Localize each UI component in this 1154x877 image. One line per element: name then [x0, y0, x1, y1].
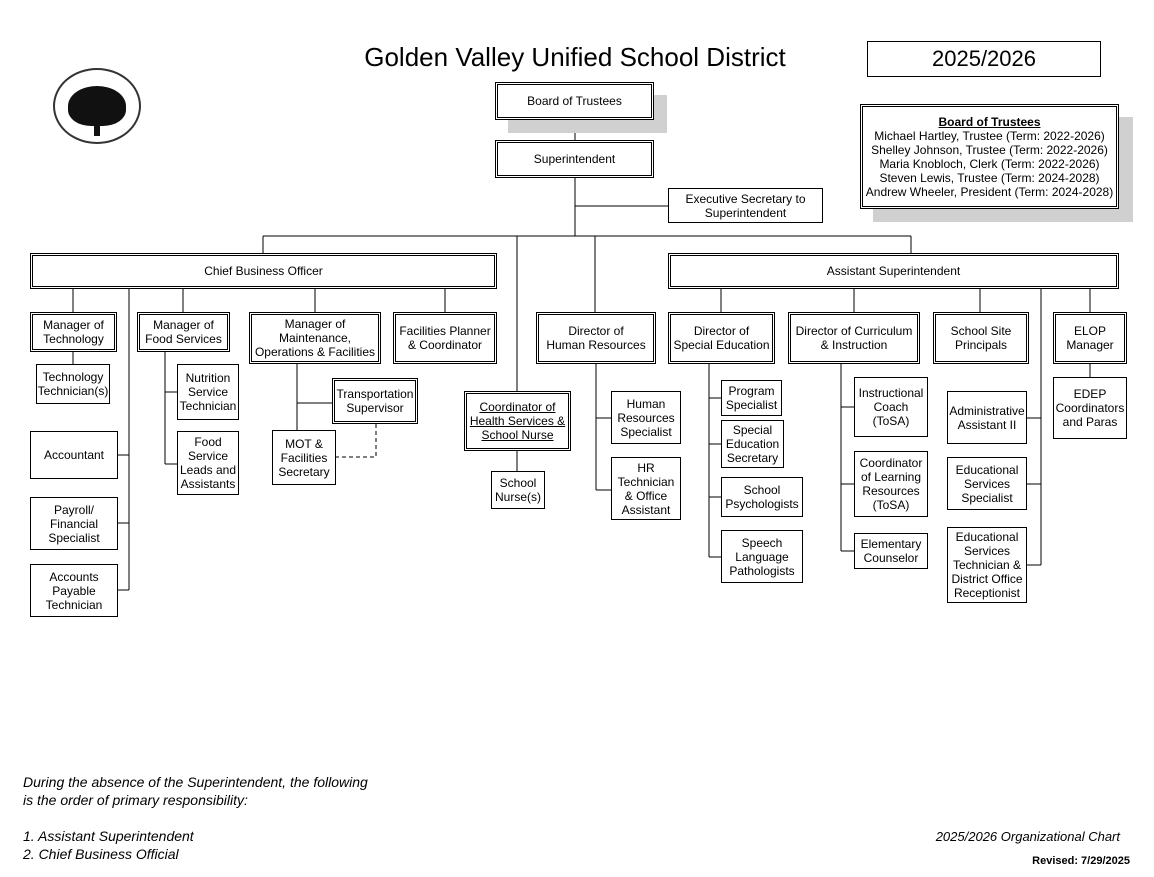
- trustee-member: Steven Lewis, Trustee (Term: 2024-2028): [879, 170, 1100, 185]
- food-leads-box: Food Service Leads and Assistants: [177, 431, 239, 495]
- trustees-list-box: Board of Trustees Michael Hartley, Trust…: [860, 104, 1119, 209]
- ed-specialist-box: Educational Services Specialist: [947, 457, 1027, 510]
- trustee-member: Andrew Wheeler, President (Term: 2024-20…: [865, 184, 1114, 199]
- asst-supt-box: Assistant Superintendent: [668, 253, 1119, 289]
- hr-specialist-box: Human Resources Specialist: [611, 391, 681, 444]
- elem-counselor-box: Elementary Counselor: [854, 533, 928, 569]
- exec-secretary-box: Executive Secretary to Superintendent: [668, 188, 823, 223]
- mgr-maintenance-box: Manager of Maintenance, Operations & Fac…: [249, 312, 381, 364]
- transportation-box: Transportation Supervisor: [332, 378, 418, 424]
- year-box: 2025/2026: [867, 41, 1101, 77]
- succession-item: 2. Chief Business Official: [23, 846, 179, 862]
- admin-assistant-box: Administrative Assistant II: [947, 391, 1027, 444]
- program-specialist-box: Program Specialist: [721, 380, 782, 416]
- mgr-technology-box: Manager of Technology: [30, 312, 117, 352]
- page-title: Golden Valley Unified School District: [364, 42, 786, 72]
- hr-technician-box: HR Technician & Office Assistant: [611, 457, 681, 520]
- principals-box: School Site Principals: [933, 312, 1029, 364]
- accountant-box: Accountant: [30, 431, 118, 479]
- trustee-member: Shelley Johnson, Trustee (Term: 2022-202…: [871, 142, 1108, 157]
- tech-technician-box: Technology Technician(s): [36, 364, 110, 404]
- succession-note: During the absence of the Superintendent…: [23, 774, 368, 862]
- coord-learning-box: Coordinator of Learning Resources (ToSA): [854, 451, 928, 517]
- speech-box: Speech Language Pathologists: [721, 530, 803, 583]
- payroll-box: Payroll/ Financial Specialist: [30, 497, 118, 550]
- health-coordinator-box: Coordinator of Health Services & School …: [464, 391, 571, 451]
- trustee-member: Maria Knobloch, Clerk (Term: 2022-2026): [879, 156, 1100, 171]
- succession-item: 1. Assistant Superintendent: [23, 828, 194, 844]
- chart-label: 2025/2026 Organizational Chart: [935, 829, 1120, 844]
- mot-secretary-box: MOT & Facilities Secretary: [272, 430, 336, 485]
- school-nurse-box: School Nurse(s): [491, 471, 545, 509]
- elop-manager-box: ELOP Manager: [1053, 312, 1127, 364]
- trustee-member: Michael Hartley, Trustee (Term: 2022-202…: [874, 128, 1105, 143]
- district-logo: [53, 68, 141, 144]
- accounts-payable-box: Accounts Payable Technician: [30, 564, 118, 617]
- tree-icon: [68, 86, 126, 136]
- cbo-box: Chief Business Officer: [30, 253, 497, 289]
- nutrition-box: Nutrition Service Technician: [177, 364, 239, 420]
- instructional-coach-box: Instructional Coach (ToSA): [854, 377, 928, 437]
- board-of-trustees-box: Board of Trustees: [495, 82, 654, 120]
- ed-technician-box: Educational Services Technician & Distri…: [947, 527, 1027, 603]
- facilities-planner-box: Facilities Planner & Coordinator: [393, 312, 497, 364]
- trustees-heading: Board of Trustees: [938, 114, 1041, 129]
- dir-hr-box: Director of Human Resources: [536, 312, 656, 364]
- sped-secretary-box: Special Education Secretary: [721, 420, 784, 468]
- revised-date: Revised: 7/29/2025: [1032, 855, 1130, 867]
- dir-sped-box: Director of Special Education: [668, 312, 775, 364]
- dir-curriculum-box: Director of Curriculum & Instruction: [788, 312, 920, 364]
- superintendent-box: Superintendent: [495, 140, 654, 178]
- mgr-food-box: Manager of Food Services: [137, 312, 230, 352]
- psychologists-box: School Psychologists: [721, 477, 803, 517]
- edep-box: EDEP Coordinators and Paras: [1053, 377, 1127, 439]
